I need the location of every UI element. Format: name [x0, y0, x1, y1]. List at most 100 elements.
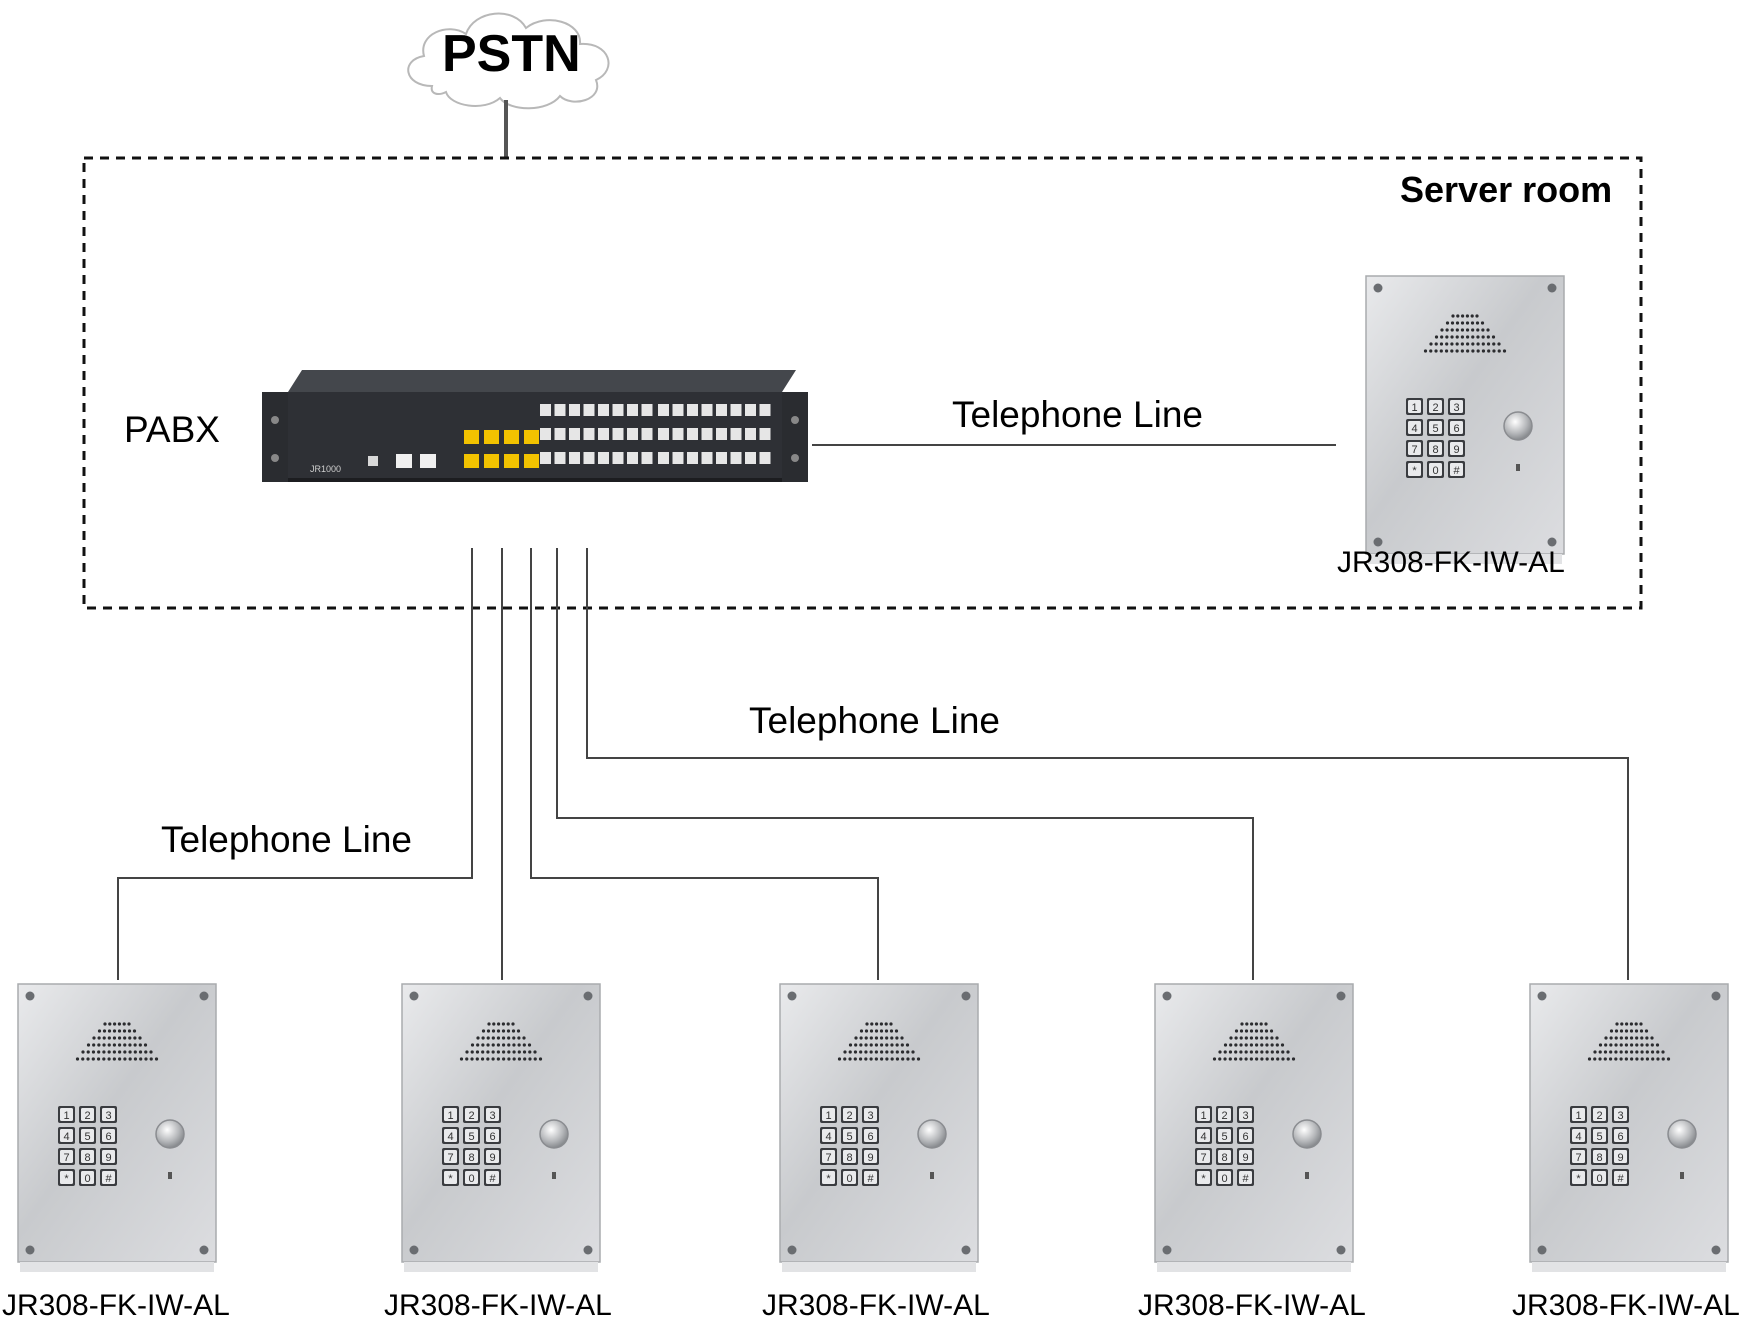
extension-port — [730, 428, 742, 440]
screw-icon — [1547, 537, 1557, 547]
keypad-key-label: 2 — [1432, 402, 1438, 414]
keypad-key-label: 2 — [1596, 1110, 1602, 1122]
extension-port — [554, 428, 566, 440]
keypad-key-label: 6 — [105, 1131, 111, 1143]
keypad-key-label: 5 — [468, 1131, 474, 1143]
microphone-icon — [1305, 1172, 1309, 1179]
keypad-key-label: 4 — [447, 1131, 453, 1143]
keypad-key-label: 7 — [825, 1152, 831, 1164]
keypad-key-label: * — [1412, 465, 1417, 477]
keypad-key-label: 5 — [1596, 1131, 1602, 1143]
extension-port — [759, 428, 771, 440]
call-button-icon — [1667, 1119, 1697, 1149]
keypad-key-label: 5 — [84, 1131, 90, 1143]
extension-port — [612, 428, 624, 440]
keypad-key-label: 0 — [1596, 1173, 1602, 1185]
extension-port — [745, 428, 756, 440]
trunk-port — [484, 430, 499, 444]
speaker-grille-icon — [1423, 314, 1507, 353]
extension-port — [641, 428, 653, 440]
keypad-key-label: * — [1201, 1173, 1206, 1185]
extension-port — [716, 404, 727, 416]
keypad-key-label: 7 — [447, 1152, 453, 1164]
extension-port — [540, 428, 551, 440]
keypad-key-label: 2 — [846, 1110, 852, 1122]
keypad-key-label: 9 — [489, 1152, 495, 1164]
extension-port — [745, 404, 756, 416]
phone-model-label-1: JR308-FK-IW-AL — [2, 1289, 230, 1322]
extension-port — [745, 452, 756, 464]
keypad-key-label: * — [1576, 1173, 1581, 1185]
keypad-key-label: 0 — [846, 1173, 852, 1185]
keypad-key-label: * — [64, 1173, 69, 1185]
extension-port — [687, 428, 698, 440]
extension-port — [583, 404, 595, 416]
keypad-key-label: * — [448, 1173, 453, 1185]
keypad-key-label: 4 — [63, 1131, 69, 1143]
extension-port — [701, 428, 713, 440]
extension-port — [730, 452, 742, 464]
telephone-line-label-upper: Telephone Line — [749, 700, 1000, 741]
keypad-key-label: 1 — [825, 1110, 831, 1122]
extension-port — [641, 404, 653, 416]
keypad-key-label: 7 — [1575, 1152, 1581, 1164]
keypad-key-label: 3 — [867, 1110, 873, 1122]
trunk-port — [484, 454, 499, 468]
keypad-key-label: 0 — [1221, 1173, 1227, 1185]
screw-icon — [409, 991, 419, 1001]
extension-port — [658, 452, 669, 464]
extension-port — [759, 404, 771, 416]
microphone-icon — [552, 1172, 556, 1179]
call-button-icon — [917, 1119, 947, 1149]
trunk-port — [504, 430, 519, 444]
keypad-key-label: 5 — [846, 1131, 852, 1143]
trunk-port — [464, 454, 479, 468]
keypad-key-label: 2 — [84, 1110, 90, 1122]
keypad-key-label: 9 — [1242, 1152, 1248, 1164]
screw-icon — [1162, 991, 1172, 1001]
screw-icon — [25, 991, 35, 1001]
extension-port — [658, 404, 669, 416]
trunk-port — [524, 454, 539, 468]
keypad-key-label: 9 — [105, 1152, 111, 1164]
keypad-key-label: 6 — [1242, 1131, 1248, 1143]
extension-port — [540, 452, 551, 464]
pabx-label: PABX — [124, 409, 220, 450]
keypad-key-label: # — [489, 1173, 496, 1185]
keypad-key-label: 2 — [1221, 1110, 1227, 1122]
extension-port — [701, 452, 713, 464]
keypad-key-label: 1 — [1200, 1110, 1206, 1122]
pstn-label: PSTN — [442, 25, 581, 83]
speaker-grille-icon — [1587, 1022, 1671, 1061]
keypad-key-label: 9 — [1617, 1152, 1623, 1164]
keypad-key-label: 0 — [84, 1173, 90, 1185]
screw-icon — [25, 1245, 35, 1255]
trunk-port — [524, 430, 539, 444]
screw-icon — [199, 1245, 209, 1255]
call-button-icon — [539, 1119, 569, 1149]
keypad-key-label: 4 — [1411, 423, 1417, 435]
trunk-port — [504, 454, 519, 468]
screw-icon — [1373, 283, 1383, 293]
keypad-key-label: 8 — [84, 1152, 90, 1164]
pabx-device: JR1000 — [262, 370, 808, 482]
screw-icon — [1547, 283, 1557, 293]
extension-port — [672, 404, 684, 416]
keypad-key-label: 8 — [1596, 1152, 1602, 1164]
screw-icon — [583, 991, 593, 1001]
phone-model-label-server: JR308-FK-IW-AL — [1337, 546, 1565, 579]
keypad-key-label: 3 — [1453, 402, 1459, 414]
phone-model-label-2: JR308-FK-IW-AL — [384, 1289, 612, 1322]
server-room-boundary — [82, 156, 1643, 610]
telephone-line-label-lower: Telephone Line — [161, 819, 412, 860]
screw-icon — [1711, 1245, 1721, 1255]
extension-port — [598, 428, 609, 440]
call-button-icon — [1503, 411, 1533, 441]
keypad-key-label: 3 — [105, 1110, 111, 1122]
